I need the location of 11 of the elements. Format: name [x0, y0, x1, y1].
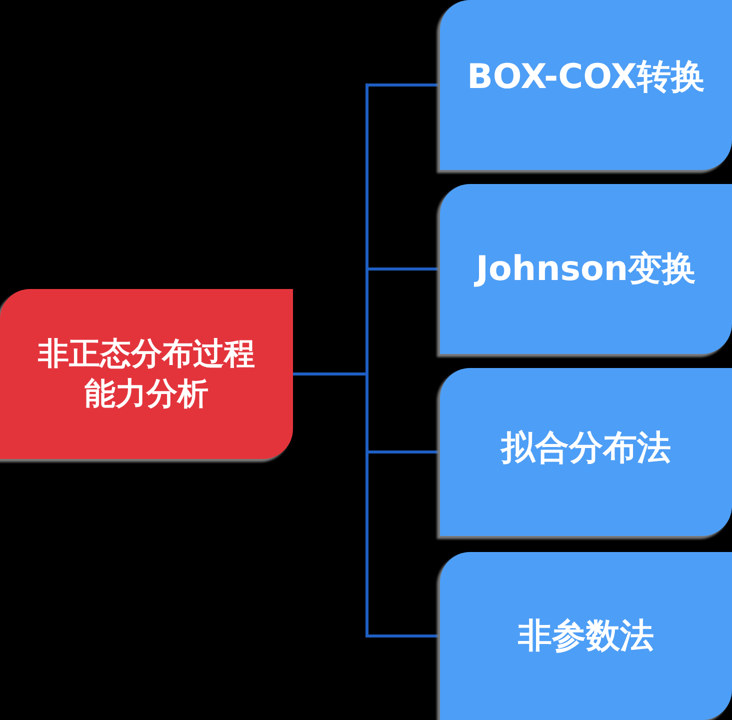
method-label: Johnson变换	[476, 248, 696, 291]
topic-box	[0, 289, 293, 459]
topic-label: 非正态分布过程能力分析	[37, 334, 256, 414]
method-label: 非参数法	[518, 614, 654, 658]
method-box	[440, 0, 732, 170]
method-box	[440, 368, 732, 536]
method-label: BOX-COX转换	[466, 56, 706, 99]
method-box	[440, 184, 732, 354]
connector-line	[293, 372, 440, 638]
method-box	[440, 552, 732, 720]
method-label: 拟合分布法	[501, 426, 671, 470]
